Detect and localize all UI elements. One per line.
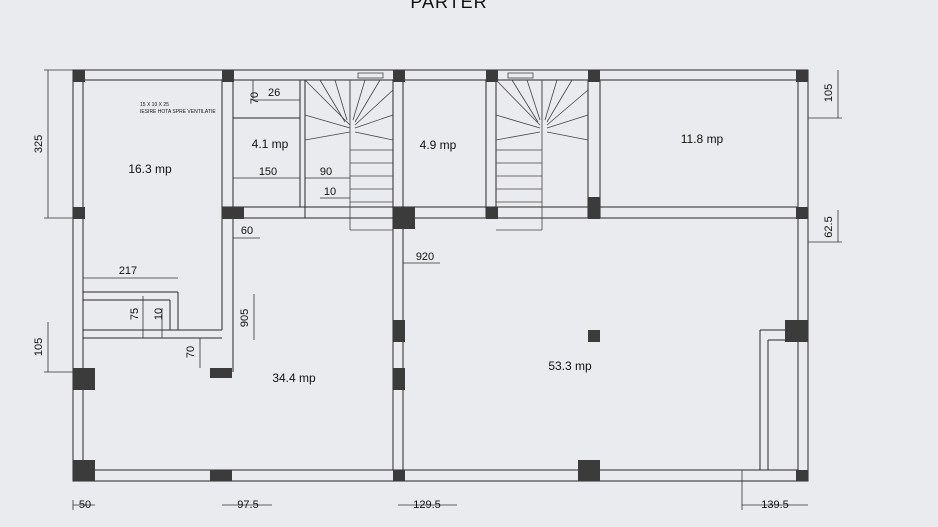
dimension-label: 70 <box>249 92 261 104</box>
column <box>73 368 95 390</box>
column <box>210 470 232 481</box>
column <box>393 368 405 390</box>
column <box>796 70 808 82</box>
column <box>73 460 95 481</box>
dimension-label: 90 <box>320 166 332 178</box>
column <box>796 470 808 481</box>
column <box>73 207 85 219</box>
interior-walls <box>83 80 798 470</box>
column <box>393 320 405 342</box>
dimension-label: 129.5 <box>413 499 441 511</box>
dimension-label: 60 <box>241 225 253 237</box>
dimension-label: 75 <box>129 308 141 320</box>
dimension-label: 10 <box>153 308 165 320</box>
column <box>393 70 405 82</box>
dimension-label: 62.5 <box>823 216 835 237</box>
column <box>578 460 600 481</box>
column <box>486 70 498 82</box>
dimension-label: 70 <box>185 346 197 358</box>
column <box>210 368 232 378</box>
room-area: 16.3 mp <box>128 162 172 176</box>
column <box>393 470 405 481</box>
dimension-label: 150 <box>259 166 277 178</box>
column <box>393 207 415 229</box>
room-area: 53.3 mp <box>548 359 592 373</box>
column <box>796 207 808 219</box>
column <box>588 197 600 219</box>
dimension-label: 50 <box>79 499 91 511</box>
column <box>73 70 85 82</box>
room-area: 4.1 mp <box>252 137 289 151</box>
dimension-label: 920 <box>416 251 434 263</box>
dimension-label: 905 <box>239 309 251 327</box>
dimension-label: 139.5 <box>761 499 789 511</box>
dimension-label: 105 <box>823 84 835 102</box>
column <box>588 330 600 342</box>
dimension-label: 10 <box>324 186 336 198</box>
column <box>222 70 234 82</box>
dimension-label: 105 <box>33 338 45 356</box>
dimension-label: 97.5 <box>237 499 258 511</box>
dimension-label: 325 <box>33 135 45 153</box>
structural-columns <box>73 70 808 481</box>
ventilation-note: IESIRE HOTA SPRE VENTILATIE <box>140 109 216 115</box>
exterior-walls <box>72 69 809 482</box>
staircase-right <box>495 72 589 231</box>
dimension-label: 217 <box>119 265 137 277</box>
staircase-left <box>304 72 394 231</box>
column <box>486 207 498 219</box>
room-area: 34.4 mp <box>272 371 316 385</box>
dimension-lines <box>44 69 842 510</box>
dimension-label: 26 <box>268 87 280 99</box>
column <box>222 207 244 219</box>
room-area: 4.9 mp <box>420 138 457 152</box>
ventilation-note: 15 X 10 X 25 <box>140 102 169 108</box>
column <box>588 70 600 82</box>
column <box>785 320 808 342</box>
room-area: 11.8 mp <box>681 132 724 146</box>
plan-title: PARTER <box>410 0 487 12</box>
